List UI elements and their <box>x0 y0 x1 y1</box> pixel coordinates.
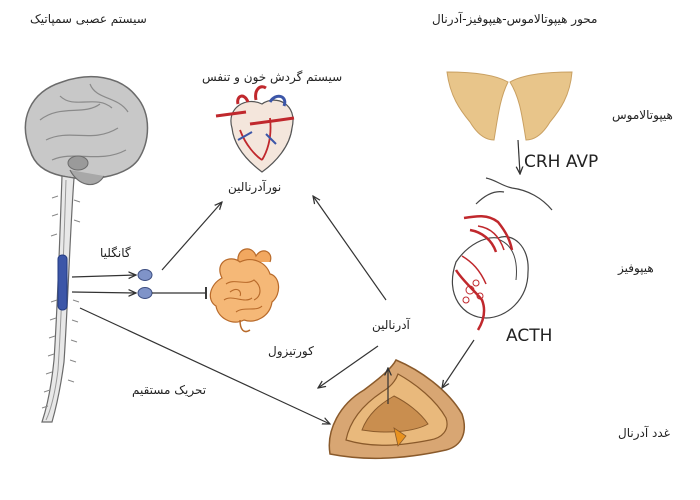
adrenaline-label: آدرنالین <box>372 318 410 332</box>
circulatory-label: سیستم گردش خون و تنفس <box>202 70 343 84</box>
brain-illustration <box>24 76 149 186</box>
direct-stimulation-label: تحریک مستقیم <box>132 383 207 397</box>
pituitary-label: هیپوفیز <box>618 261 654 275</box>
hypothalamus-label: هیپوتالاموس <box>612 108 673 122</box>
acth-label: ACTH <box>506 326 553 346</box>
intestines-illustration <box>209 248 280 333</box>
ganglia-connectors <box>71 275 207 299</box>
sympathetic-system-title: سیستم عصبی سمپاتیک <box>30 12 147 26</box>
cortisol-label: کورتیزول <box>268 344 314 358</box>
hpa-axis-title: محور هیپوتالاموس-هیپوفیز-آدرنال <box>432 12 598 26</box>
hormones-label: CRH AVP <box>524 152 599 172</box>
adrenal-gland-illustration <box>328 359 466 460</box>
noradrenaline-label: نورآدرنالین <box>228 180 282 194</box>
adrenal-gland-label: غدد آدرنال <box>618 426 670 440</box>
hypothalamus-illustration <box>446 71 573 174</box>
heart-illustration <box>215 85 295 173</box>
pituitary-illustration <box>451 177 553 331</box>
spinal-cord-illustration <box>41 175 81 423</box>
ganglia-illustration <box>137 269 153 299</box>
ganglia-label: گانگلیا <box>100 246 131 260</box>
pathway-arrows <box>79 196 475 424</box>
